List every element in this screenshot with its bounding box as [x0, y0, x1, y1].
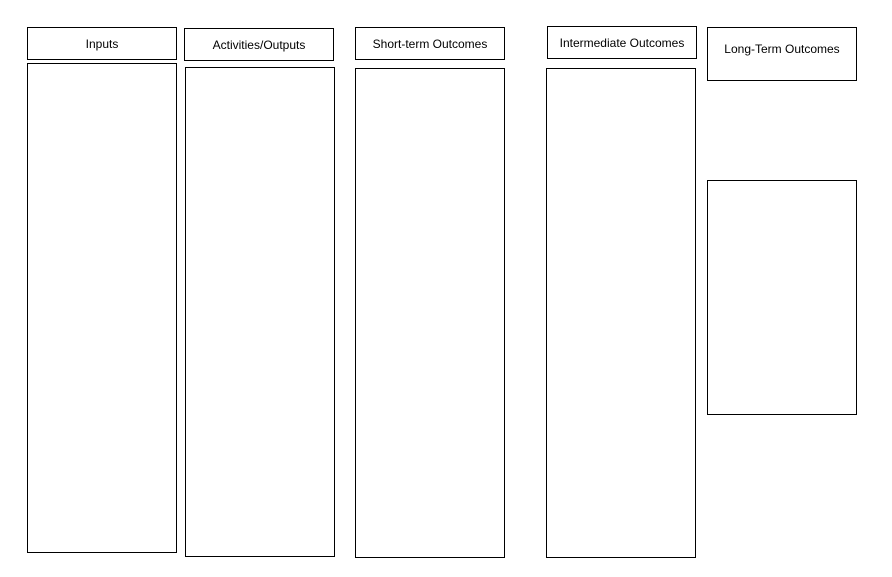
short-term-outcomes-header-label: Short-term Outcomes — [372, 36, 488, 51]
long-term-outcomes-content-box — [707, 180, 857, 415]
long-term-outcomes-header-box: Long-Term Outcomes — [707, 27, 857, 81]
activities-outputs-header-label: Activities/Outputs — [212, 37, 306, 52]
short-term-outcomes-content-box — [355, 68, 505, 558]
long-term-outcomes-header-label: Long-Term Outcomes — [724, 42, 840, 56]
intermediate-outcomes-content-box — [546, 68, 696, 558]
activities-outputs-content-box — [185, 67, 335, 557]
intermediate-outcomes-header-label: Intermediate Outcomes — [559, 35, 685, 50]
inputs-content-box — [27, 63, 177, 553]
inputs-header-box: Inputs — [27, 27, 177, 60]
intermediate-outcomes-header-box: Intermediate Outcomes — [547, 26, 697, 59]
inputs-header-label: Inputs — [85, 36, 119, 51]
short-term-outcomes-header-box: Short-term Outcomes — [355, 27, 505, 60]
activities-outputs-header-box: Activities/Outputs — [184, 28, 334, 61]
